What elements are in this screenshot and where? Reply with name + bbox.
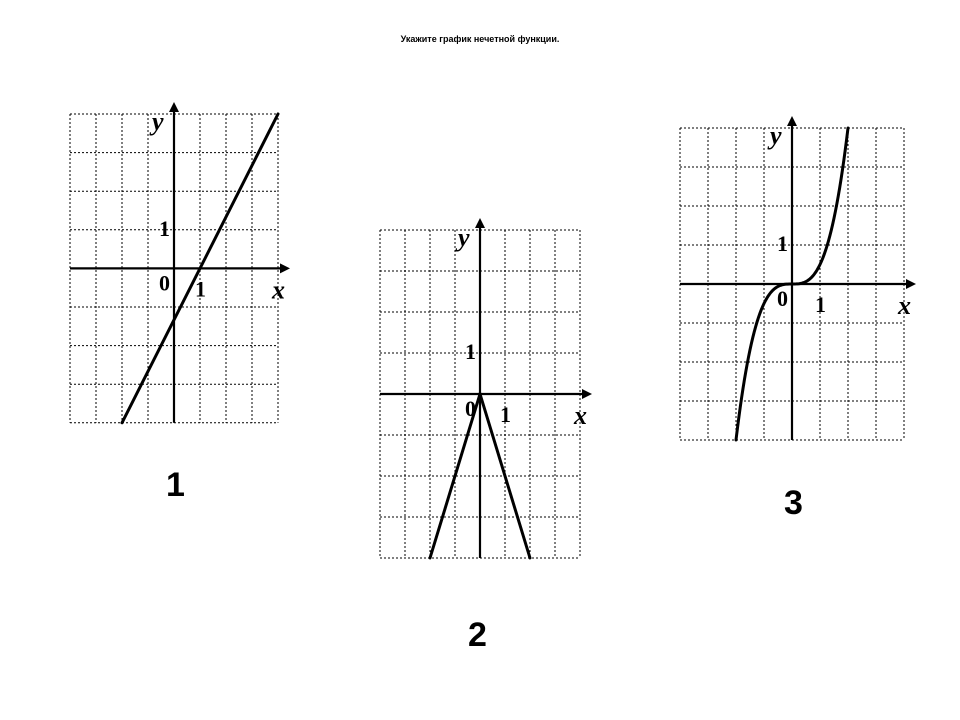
y-axis-label: y bbox=[767, 121, 782, 150]
x-axis-label: x bbox=[897, 291, 911, 320]
x-axis-arrow bbox=[582, 389, 592, 399]
series-line bbox=[120, 112, 280, 425]
x-axis-arrow bbox=[906, 279, 916, 289]
x-unit-label: 1 bbox=[815, 292, 826, 317]
y-unit-label: 1 bbox=[465, 339, 476, 364]
graph-1-caption: 1 bbox=[166, 466, 185, 504]
origin-label: 0 bbox=[159, 270, 170, 295]
y-unit-label: 1 bbox=[777, 231, 788, 256]
graph-3: x y 0 1 1 bbox=[679, 116, 916, 442]
y-axis-arrow bbox=[475, 218, 485, 228]
origin-label: 0 bbox=[465, 396, 476, 421]
x-unit-label: 1 bbox=[500, 402, 511, 427]
series-line bbox=[734, 126, 850, 442]
origin-label: 0 bbox=[777, 286, 788, 311]
y-unit-label: 1 bbox=[159, 216, 170, 241]
y-axis-arrow bbox=[169, 102, 179, 112]
x-unit-label: 1 bbox=[195, 276, 206, 301]
x-axis-label: x bbox=[271, 275, 285, 304]
series-line bbox=[428, 388, 532, 560]
graph-2-caption: 2 bbox=[468, 616, 487, 654]
graph-3-caption: 3 bbox=[784, 484, 803, 522]
page-title: Укажите график нечетной функции. bbox=[400, 34, 560, 44]
y-axis-arrow bbox=[787, 116, 797, 126]
y-axis-label: y bbox=[455, 223, 470, 252]
x-axis-label: x bbox=[573, 401, 587, 430]
y-axis-label: y bbox=[149, 107, 164, 136]
x-axis-arrow bbox=[280, 263, 290, 274]
